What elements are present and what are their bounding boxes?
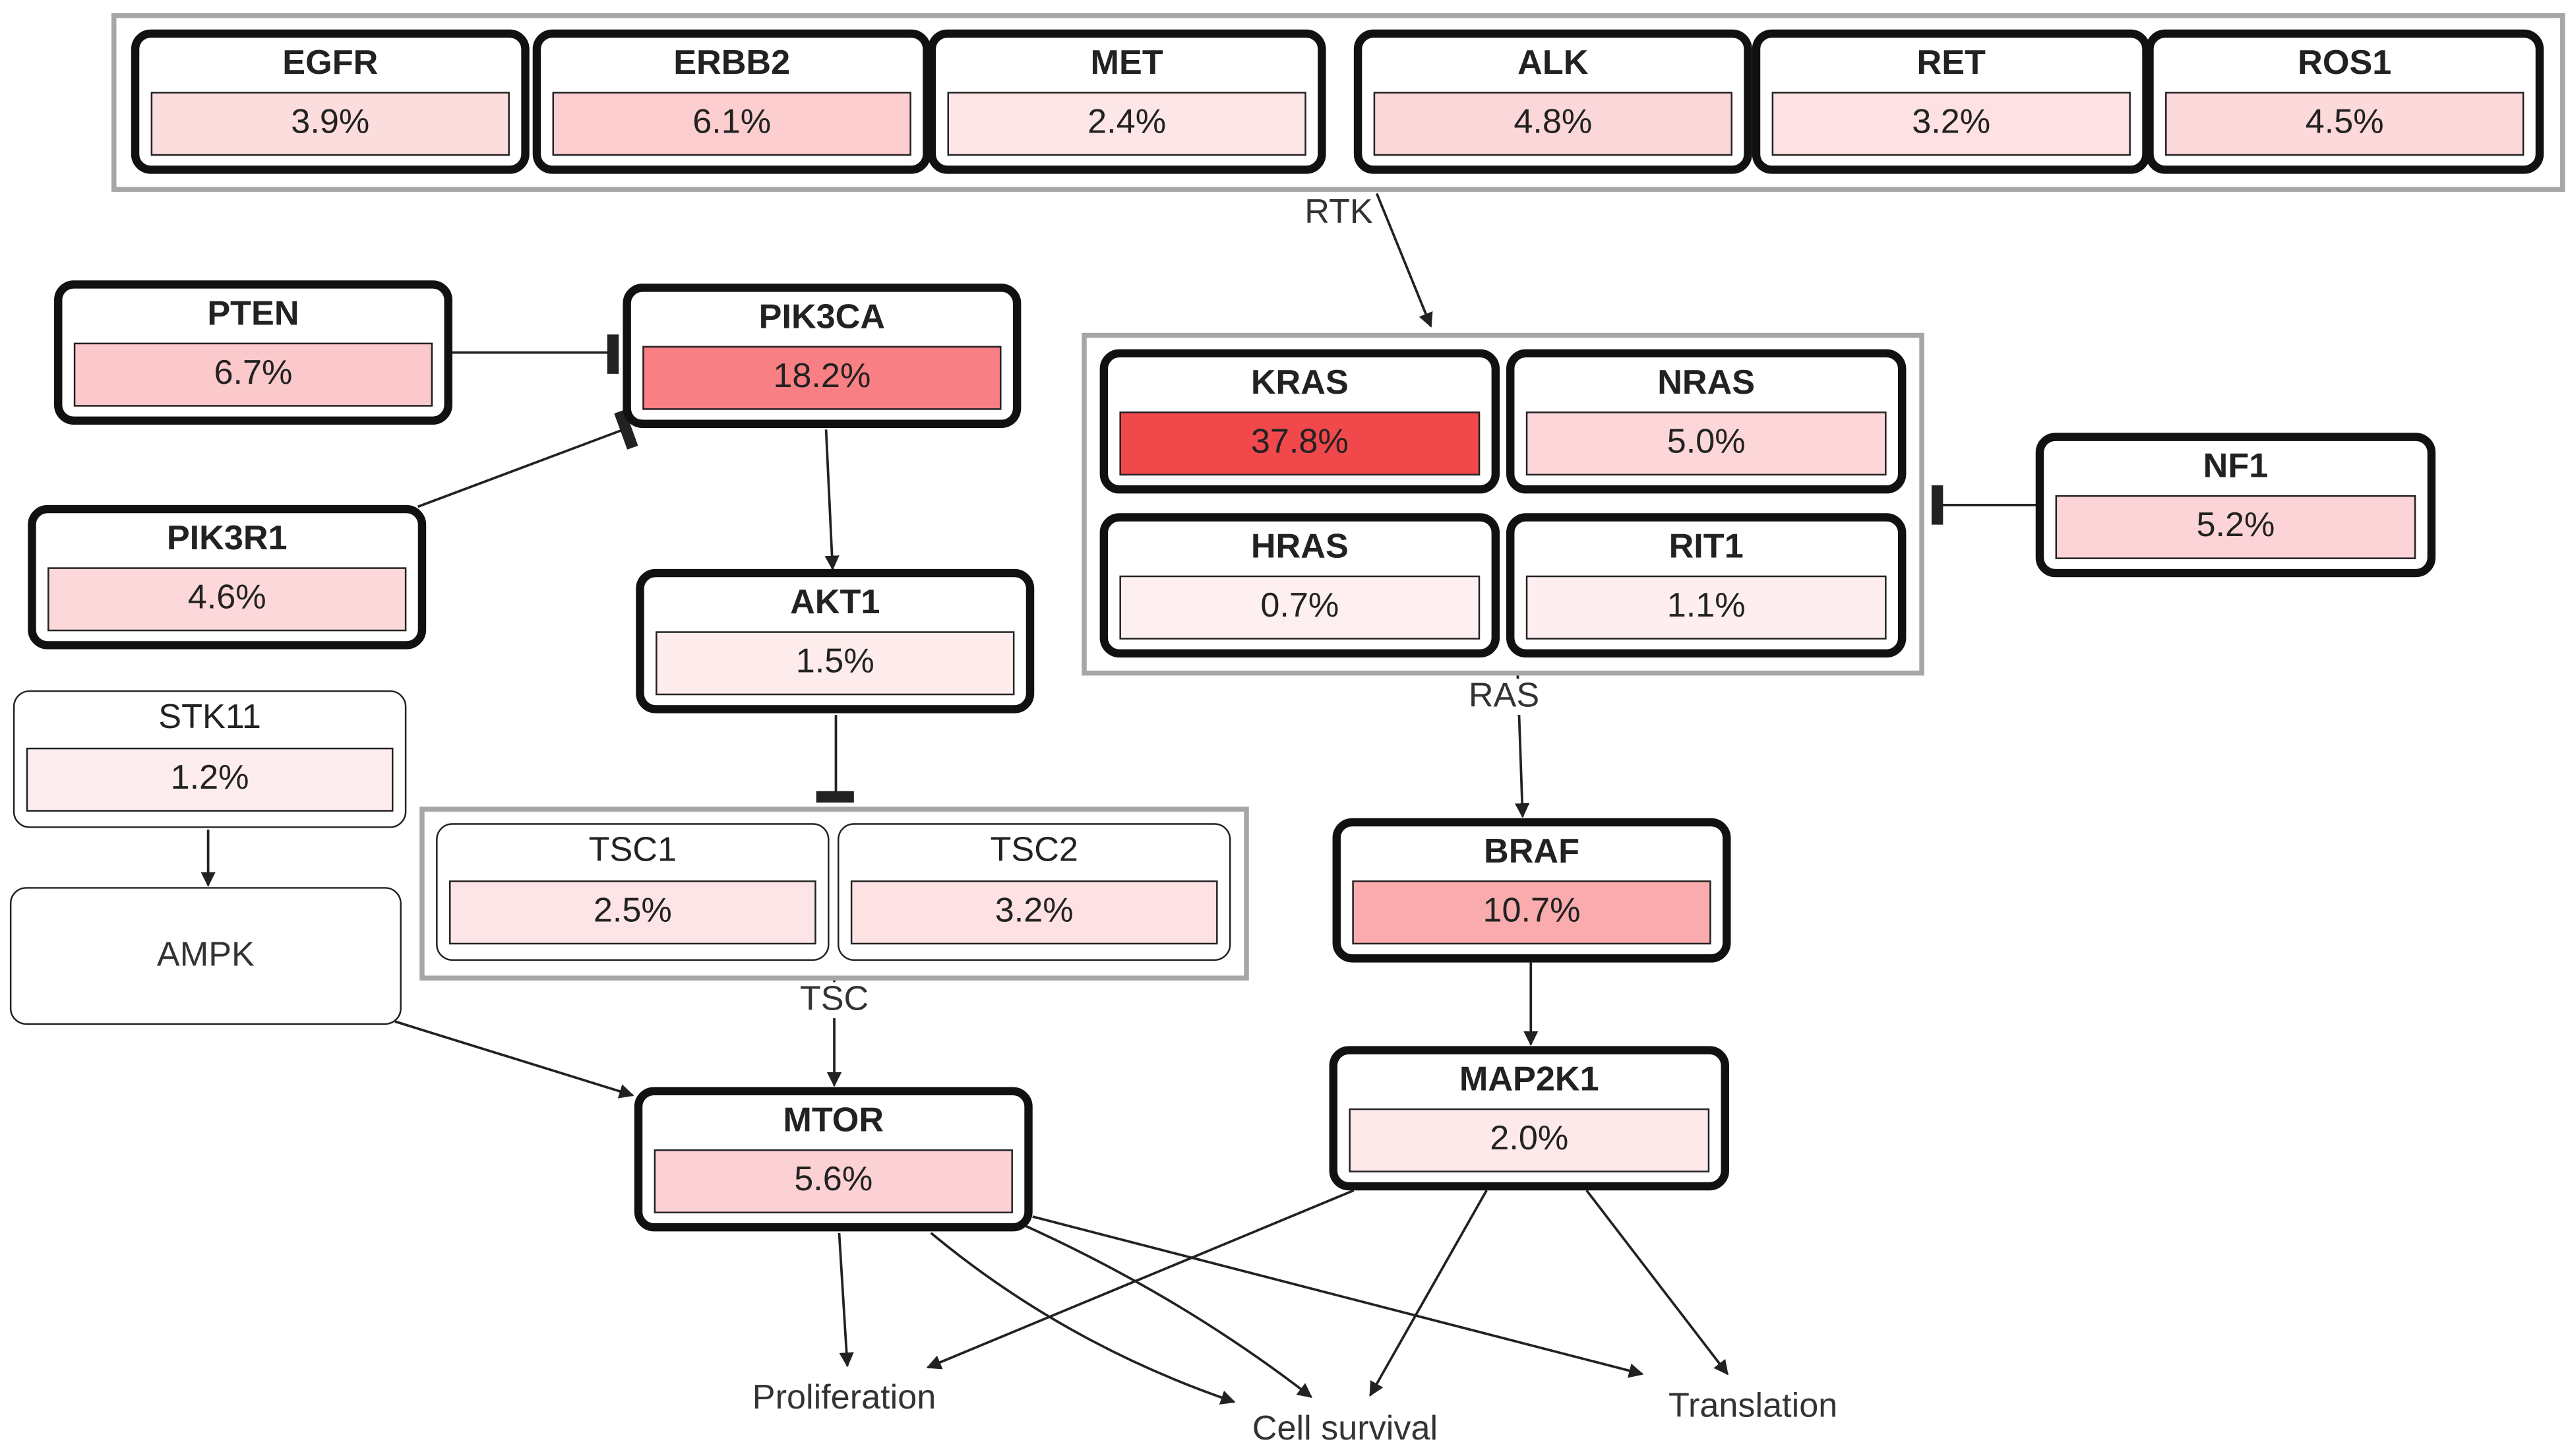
ampk-node[interactable]: AMPK xyxy=(9,887,402,1025)
edge-pik3ca-to-akt1 xyxy=(824,429,840,571)
edge-map2k1-to-proliferation xyxy=(926,1189,1355,1370)
outcome-translation: Translation xyxy=(1667,1388,1839,1425)
gene-frequency: 3.2% xyxy=(1771,92,2131,156)
gene-frequency: 5.6% xyxy=(654,1149,1013,1214)
gene-node-tsc2[interactable]: TSC2 3.2% xyxy=(837,823,1231,961)
rtk-group xyxy=(111,13,2565,192)
gene-frequency: 4.6% xyxy=(47,567,407,632)
gene-node-hras[interactable]: HRAS 0.7% xyxy=(1099,513,1500,658)
gene-frequency: 37.8% xyxy=(1119,411,1481,476)
gene-frequency: 5.0% xyxy=(1525,411,1887,476)
gene-node-met[interactable]: MET 2.4% xyxy=(927,29,1326,174)
gene-frequency: 4.5% xyxy=(2165,92,2524,156)
ras-group-label: RAS xyxy=(1467,678,1541,715)
gene-name: RET xyxy=(1916,44,1986,82)
rtk-group-label: RTK xyxy=(1302,195,1375,231)
gene-node-ros1[interactable]: ROS1 4.5% xyxy=(2145,29,2544,174)
gene-name: RIT1 xyxy=(1668,528,1744,566)
outcome-cell-survival: Cell survival xyxy=(1250,1411,1440,1448)
gene-node-pten[interactable]: PTEN 6.7% xyxy=(54,280,452,425)
gene-name: MET xyxy=(1090,44,1163,82)
gene-frequency: 6.1% xyxy=(552,92,911,156)
gene-frequency: 2.5% xyxy=(448,880,816,945)
gene-node-stk11[interactable]: STK11 1.2% xyxy=(13,690,407,828)
gene-node-mtor[interactable]: MTOR 5.6% xyxy=(634,1087,1033,1232)
gene-name: NRAS xyxy=(1657,364,1756,402)
edge-pik3r1-inhibits-pik3ca xyxy=(417,427,628,508)
gene-frequency: 1.5% xyxy=(656,631,1015,696)
gene-name: TSC1 xyxy=(588,831,677,869)
gene-frequency: 5.2% xyxy=(2055,495,2416,559)
gene-name: STK11 xyxy=(158,698,261,737)
tsc-group-label: TSC xyxy=(798,981,871,1019)
gene-node-akt1[interactable]: AKT1 1.5% xyxy=(636,568,1035,713)
edge-mtor-to-translation xyxy=(1032,1215,1644,1378)
gene-node-pik3r1[interactable]: PIK3R1 4.6% xyxy=(28,504,427,650)
gene-name: MAP2K1 xyxy=(1459,1060,1599,1099)
gene-frequency: 3.9% xyxy=(150,92,510,156)
gene-name: ROS1 xyxy=(2298,44,2392,82)
gene-node-nf1[interactable]: NF1 5.2% xyxy=(2035,433,2436,578)
gene-frequency: 0.7% xyxy=(1119,575,1481,640)
gene-node-kras[interactable]: KRAS 37.8% xyxy=(1099,349,1500,494)
gene-node-erbb2[interactable]: ERBB2 6.1% xyxy=(532,29,931,174)
gene-name: BRAF xyxy=(1484,833,1579,871)
gene-name: KRAS xyxy=(1250,364,1349,402)
outcome-proliferation: Proliferation xyxy=(750,1380,938,1417)
gene-name: TSC2 xyxy=(990,831,1078,869)
gene-name: MTOR xyxy=(783,1101,884,1140)
gene-name: PIK3R1 xyxy=(166,520,288,558)
gene-node-tsc1[interactable]: TSC1 2.5% xyxy=(436,823,830,961)
gene-name: ERBB2 xyxy=(673,44,791,82)
gene-name: ALK xyxy=(1517,44,1589,82)
gene-node-ret[interactable]: RET 3.2% xyxy=(1752,29,2151,174)
tsc-group xyxy=(419,806,1249,981)
gene-frequency: 6.7% xyxy=(73,342,433,407)
gene-frequency: 3.2% xyxy=(850,880,1218,945)
ampk-label: AMPK xyxy=(156,936,255,974)
gene-name: AKT1 xyxy=(790,584,880,622)
gene-name: HRAS xyxy=(1250,528,1349,566)
ras-group xyxy=(1082,332,1924,676)
gene-frequency: 18.2% xyxy=(642,346,1002,410)
edge-mtor-to-proliferation xyxy=(838,1232,854,1368)
edge-ampk-to-mtor xyxy=(394,1020,634,1099)
edge-rtk-to-ras xyxy=(1375,193,1433,328)
gene-frequency: 1.1% xyxy=(1525,575,1887,640)
gene-frequency: 2.0% xyxy=(1349,1108,1710,1172)
gene-node-braf[interactable]: BRAF 10.7% xyxy=(1332,818,1731,963)
gene-frequency: 1.2% xyxy=(26,747,394,812)
gene-name: NF1 xyxy=(2203,447,2269,486)
inhibit-bar-pik3r1 xyxy=(614,410,638,450)
gene-name: EGFR xyxy=(282,44,379,82)
edge-mtor-to-survival-1 xyxy=(930,1232,1236,1405)
gene-node-egfr[interactable]: EGFR 3.9% xyxy=(131,29,530,174)
gene-node-nras[interactable]: NRAS 5.0% xyxy=(1506,349,1907,494)
gene-name: PTEN xyxy=(207,295,299,333)
gene-frequency: 4.8% xyxy=(1373,92,1732,156)
gene-node-alk[interactable]: ALK 4.8% xyxy=(1353,29,1752,174)
gene-name: PIK3CA xyxy=(758,298,886,336)
gene-node-pik3ca[interactable]: PIK3CA 18.2% xyxy=(623,284,1022,428)
edge-mtor-to-survival-2 xyxy=(1019,1222,1313,1398)
gene-node-rit1[interactable]: RIT1 1.1% xyxy=(1506,513,1907,658)
edge-map2k1-to-survival xyxy=(1369,1190,1488,1397)
edge-map2k1-to-translation xyxy=(1585,1190,1729,1376)
gene-node-map2k1[interactable]: MAP2K1 2.0% xyxy=(1329,1046,1729,1191)
gene-frequency: 2.4% xyxy=(947,92,1306,156)
gene-frequency: 10.7% xyxy=(1352,880,1711,945)
